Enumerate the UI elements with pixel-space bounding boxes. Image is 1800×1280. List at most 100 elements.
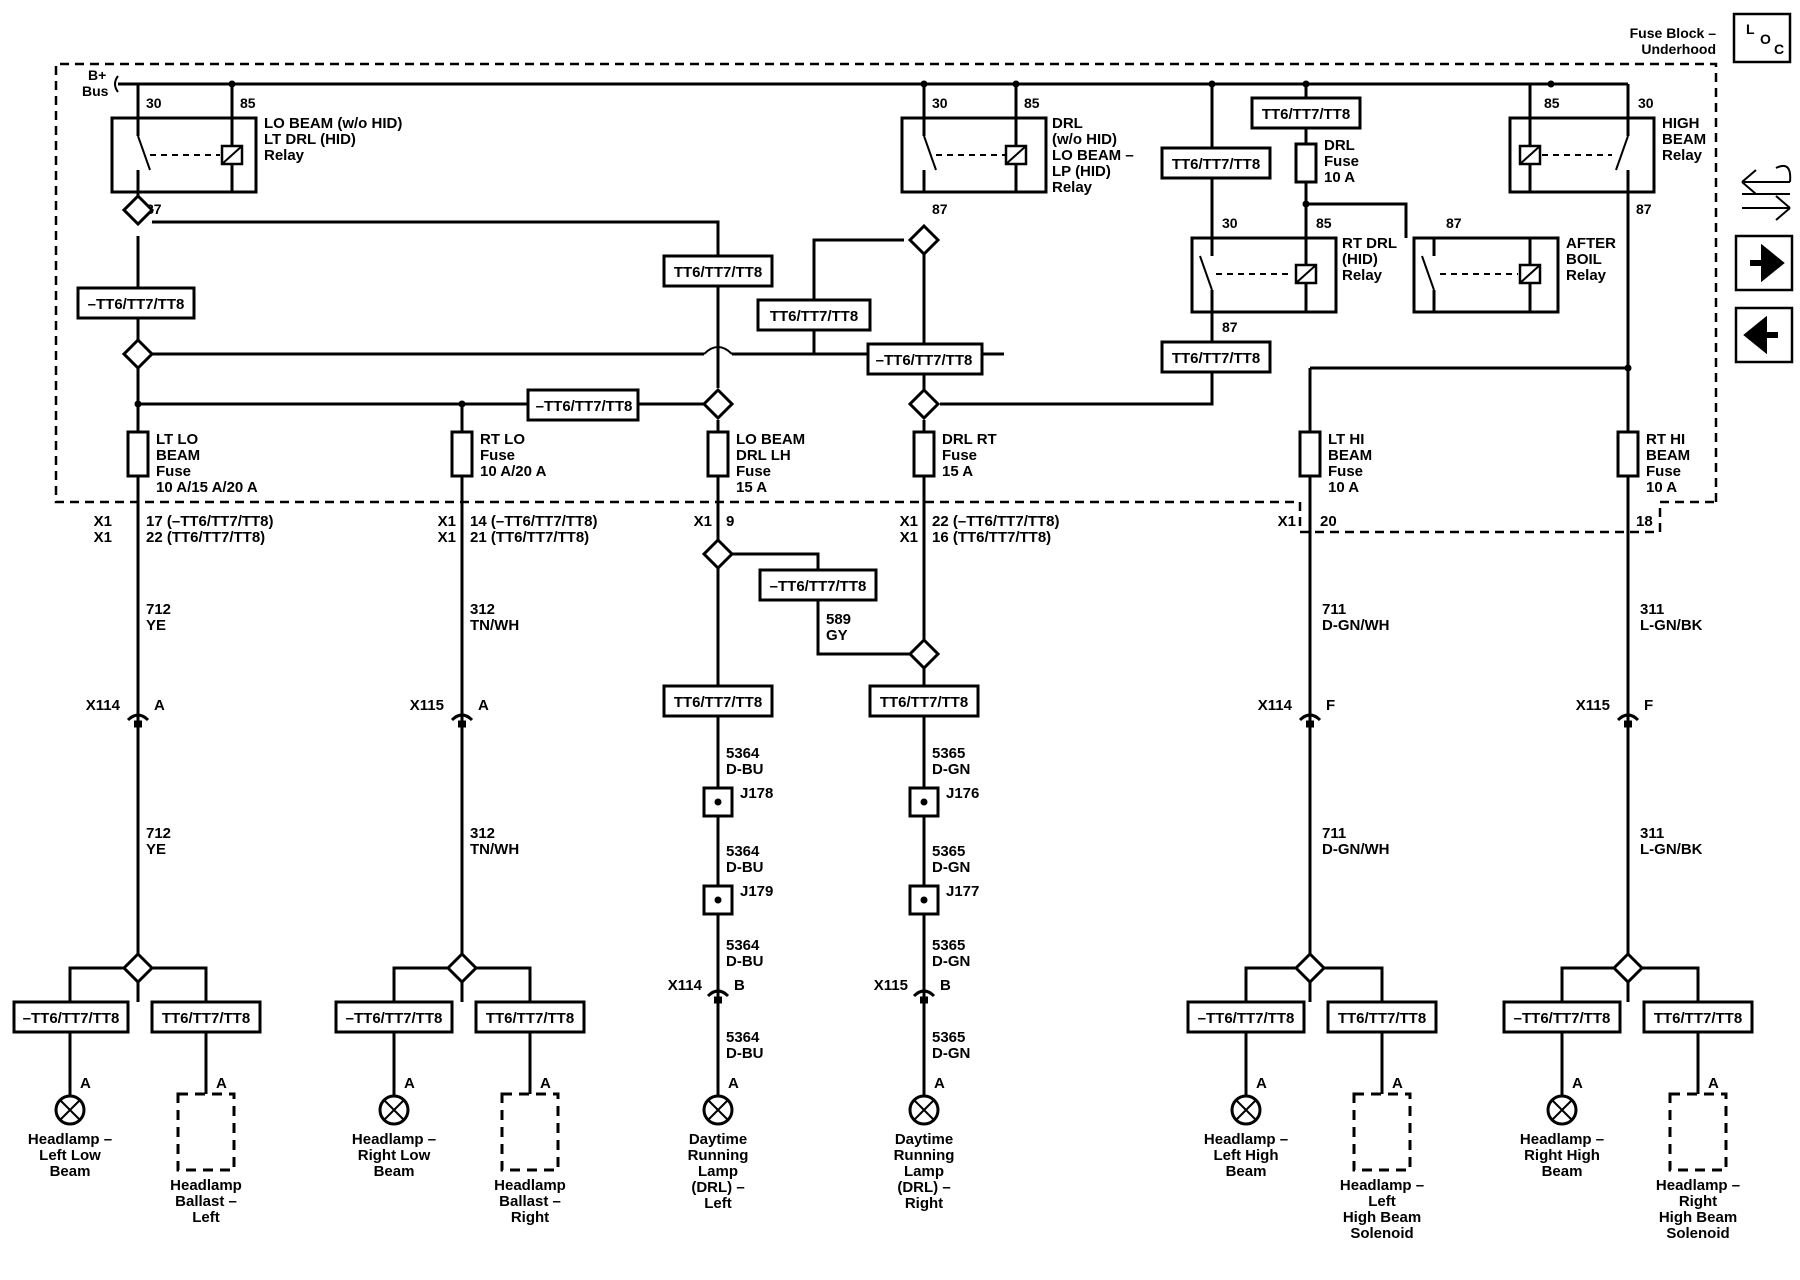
option-lo-beam-drl-top: TT6/TT7/TT8 <box>674 264 762 281</box>
option-left-top: –TT6/TT7/TT8 <box>88 296 185 313</box>
svg-text:Solenoid: Solenoid <box>1666 1225 1729 1242</box>
svg-text:D-GN/WH: D-GN/WH <box>1322 617 1390 634</box>
harness-routing-icon[interactable] <box>1741 164 1792 221</box>
svg-text:DRL RT: DRL RT <box>942 431 997 448</box>
svg-text:5365: 5365 <box>932 1029 965 1046</box>
svg-text:A: A <box>154 697 165 714</box>
svg-text:X1: X1 <box>900 529 918 546</box>
svg-text:711: 711 <box>1322 825 1346 842</box>
svg-text:Fuse: Fuse <box>942 447 977 464</box>
wire-labels-upper: 712 YE 312 TN/WH 711 D-GN/WH 311 L-GN/BK <box>146 601 1703 634</box>
svg-text:TT6/TT7/TT8: TT6/TT7/TT8 <box>1654 1010 1742 1027</box>
svg-text:Right: Right <box>511 1209 549 1226</box>
rt-drl-relay-pin85: 85 <box>1316 215 1332 231</box>
previous-page-arrow-icon[interactable] <box>1734 306 1794 364</box>
fuse-rt-hi-beam: RT HI BEAM Fuse 10 A <box>1616 430 1690 496</box>
after-boil-relay-label1: AFTER <box>1566 235 1616 252</box>
x114-a-left: X114 A <box>86 697 165 728</box>
splice-lo-87 <box>121 193 155 227</box>
svg-text:B: B <box>940 977 951 994</box>
svg-text:A: A <box>1392 1075 1403 1092</box>
svg-text:X114: X114 <box>1258 697 1293 714</box>
fuse-rt-lo: RT LO Fuse 10 A/20 A <box>450 430 547 480</box>
svg-text:A: A <box>1572 1075 1583 1092</box>
high-beam-relay: 85 30 87 HIGH BEAM Relay <box>1508 84 1706 217</box>
solenoid-left-icon <box>1352 1092 1412 1172</box>
svg-text:D-BU: D-BU <box>726 761 764 778</box>
drl-right-chain: TT6/TT7/TT8 5365 D-GN J176 5365 D-GN J17… <box>868 684 980 1062</box>
svg-text:X1: X1 <box>1278 513 1296 530</box>
svg-text:5365: 5365 <box>932 745 965 762</box>
high-beam-relay-pin85: 85 <box>1544 95 1560 111</box>
svg-text:Right: Right <box>905 1195 943 1212</box>
high-beam-relay-pin87: 87 <box>1636 201 1652 217</box>
svg-text:15 A: 15 A <box>736 479 767 496</box>
svg-text:X115: X115 <box>410 697 444 714</box>
svg-text:F: F <box>1644 697 1653 714</box>
svg-text:Headlamp –: Headlamp – <box>1204 1131 1288 1148</box>
svg-text:Right Low: Right Low <box>358 1147 431 1164</box>
fuse-row: LT LO BEAM Fuse 10 A/15 A/20 A RT LO Fus… <box>126 430 1690 496</box>
lo-beam-relay-pin30: 30 <box>146 95 162 111</box>
svg-text:A: A <box>404 1075 415 1092</box>
svg-text:Ballast –: Ballast – <box>499 1193 561 1210</box>
ballast-left-icon <box>176 1092 236 1172</box>
rt-drl-relay-label3: Relay <box>1342 267 1383 284</box>
svg-text:Left: Left <box>704 1195 732 1212</box>
svg-text:Beam: Beam <box>1226 1163 1267 1180</box>
option-drl-middle: –TT6/TT7/TT8 <box>876 352 973 369</box>
svg-text:589: 589 <box>826 611 851 628</box>
svg-text:LT LO: LT LO <box>156 431 199 448</box>
svg-text:10 A/15 A/20 A: 10 A/15 A/20 A <box>156 479 258 496</box>
fuse-block-title-line2: Underhood <box>1641 41 1716 57</box>
svg-text:18: 18 <box>1636 513 1653 530</box>
svg-text:B: B <box>734 977 745 994</box>
svg-text:A: A <box>934 1075 945 1092</box>
svg-text:Lamp: Lamp <box>904 1163 944 1180</box>
svg-text:X1: X1 <box>900 513 918 530</box>
rt-drl-option-bottom: TT6/TT7/TT8 <box>1172 350 1260 367</box>
svg-text:Solenoid: Solenoid <box>1350 1225 1413 1242</box>
svg-text:Headlamp –: Headlamp – <box>28 1131 112 1148</box>
drl-cross-network: –TT6/TT7/TT8 589 GY <box>701 537 941 686</box>
svg-text:J177: J177 <box>946 883 979 900</box>
next-page-arrow-icon[interactable] <box>1734 234 1794 292</box>
option-drl-cross: –TT6/TT7/TT8 <box>770 578 867 595</box>
drl-left-chain: TT6/TT7/TT8 5364 D-BU J178 5364 D-BU J17… <box>662 684 774 1062</box>
fuse-block-title-line1: Fuse Block – <box>1630 25 1717 41</box>
drl-relay-pin85: 85 <box>1024 95 1040 111</box>
fuse-outputs <box>136 476 1630 1002</box>
svg-text:D-BU: D-BU <box>726 953 764 970</box>
svg-text:Left: Left <box>1368 1193 1396 1210</box>
rt-drl-relay-label1: RT DRL <box>1342 235 1397 252</box>
svg-text:–TT6/TT7/TT8: –TT6/TT7/TT8 <box>1514 1010 1611 1027</box>
svg-text:5364: 5364 <box>726 1029 760 1046</box>
loc-icon[interactable]: L O C <box>1732 12 1792 64</box>
svg-text:Ballast –: Ballast – <box>175 1193 237 1210</box>
rt-drl-relay: TT6/TT7/TT8 30 85 87 RT DRL (HID) Relay … <box>940 84 1397 406</box>
fuse-lt-lo-beam: LT LO BEAM Fuse 10 A/15 A/20 A <box>126 430 258 496</box>
svg-text:YE: YE <box>146 617 166 634</box>
option-drl-link: TT6/TT7/TT8 <box>770 308 858 325</box>
headlamp-left-high-icon <box>1230 1094 1262 1126</box>
svg-text:–TT6/TT7/TT8: –TT6/TT7/TT8 <box>23 1010 120 1027</box>
svg-text:L-GN/BK: L-GN/BK <box>1640 841 1703 858</box>
svg-text:YE: YE <box>146 841 166 858</box>
svg-text:X1: X1 <box>438 529 456 546</box>
svg-text:Left Low: Left Low <box>39 1147 101 1164</box>
svg-text:312: 312 <box>470 601 495 618</box>
svg-text:5364: 5364 <box>726 843 760 860</box>
svg-text:High Beam: High Beam <box>1343 1209 1421 1226</box>
x115-f: X115 F <box>1576 697 1653 728</box>
high-beam-relay-label3: Relay <box>1662 147 1703 164</box>
svg-text:Daytime: Daytime <box>689 1131 747 1148</box>
svg-text:Beam: Beam <box>1542 1163 1583 1180</box>
drl-relay-label5: Relay <box>1052 179 1093 196</box>
svg-text:BEAM: BEAM <box>1328 447 1372 464</box>
lo-beam-relay-label3: Relay <box>264 147 305 164</box>
svg-text:17 (–TT6/TT7/TT8): 17 (–TT6/TT7/TT8) <box>146 513 274 530</box>
svg-text:J178: J178 <box>740 785 773 802</box>
svg-text:Beam: Beam <box>50 1163 91 1180</box>
svg-text:A: A <box>216 1075 227 1092</box>
